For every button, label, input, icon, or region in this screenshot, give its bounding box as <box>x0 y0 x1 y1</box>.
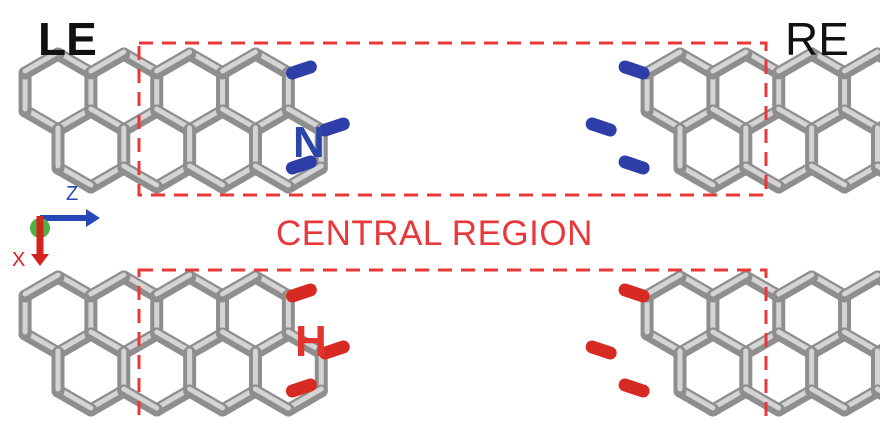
z-axis-arrowhead <box>86 209 100 227</box>
carbon-bond-highlight <box>121 386 160 411</box>
carbon-bond-highlight <box>776 49 815 74</box>
central-region-box-bottom <box>137 268 768 421</box>
edge-termination <box>318 340 350 360</box>
carbon-bond-highlight <box>154 272 193 297</box>
right-electrode-n-ribbon <box>585 47 880 194</box>
left-electrode-n-ribbon <box>18 47 350 194</box>
carbon-bond-highlight <box>842 329 880 354</box>
edge-termination <box>585 117 617 137</box>
carbon-bond-highlight <box>154 329 193 354</box>
edge-termination <box>285 155 317 175</box>
left-electrode-label: LE <box>38 13 97 65</box>
z-axis-label: Z <box>66 183 79 205</box>
region-boxes <box>137 41 768 421</box>
carbon-bond-highlight <box>220 106 258 131</box>
edge-termination <box>618 60 650 80</box>
carbon-bond-highlight <box>220 272 258 297</box>
edge-termination <box>618 378 650 398</box>
carbon-bond-highlight <box>88 49 127 74</box>
edge-termination <box>285 283 317 303</box>
nitrogen-termination-label: N <box>293 118 325 167</box>
carbon-bond-highlight <box>252 163 291 188</box>
carbon-bond-highlight <box>285 106 324 131</box>
carbon-bond-highlight <box>809 386 848 411</box>
carbon-bond-highlight <box>22 272 61 297</box>
carbon-bond-highlight <box>710 106 749 131</box>
carbon-bond-highlight <box>285 163 324 188</box>
central-region-box-top <box>137 41 768 197</box>
carbon-bond-highlight <box>710 49 749 74</box>
carbon-bond-highlight <box>776 272 815 297</box>
carbon-bond-highlight <box>154 49 193 74</box>
carbon-bond-highlight <box>285 386 324 411</box>
carbon-bond-highlight <box>121 163 160 188</box>
carbon-bond-highlight <box>154 106 193 131</box>
axis-triad-icon <box>30 209 100 266</box>
carbon-bond-highlight <box>809 163 848 188</box>
carbon-bond-highlight <box>187 163 226 188</box>
carbon-bond-highlight <box>644 49 683 74</box>
edge-termination <box>285 60 317 80</box>
right-electrode-label: RE <box>785 13 849 65</box>
carbon-bond-highlight <box>22 49 61 74</box>
carbon-bond-highlight <box>88 272 127 297</box>
carbon-bond-highlight <box>776 329 815 354</box>
carbon-bond-highlight <box>743 386 782 411</box>
edge-termination <box>285 378 317 398</box>
carbon-bond-highlight <box>743 163 782 188</box>
x-axis-label: X <box>12 249 26 271</box>
carbon-bond-highlight <box>842 49 880 74</box>
carbon-bond-highlight <box>88 106 127 131</box>
carbon-bond-highlight <box>842 106 880 131</box>
carbon-bond-highlight <box>710 329 749 354</box>
carbon-bond-highlight <box>710 272 749 297</box>
central-region-label: CENTRAL REGION <box>276 214 593 253</box>
edge-termination <box>585 340 617 360</box>
carbon-bond-highlight <box>88 329 127 354</box>
edge-termination <box>318 117 350 137</box>
edge-termination <box>618 155 650 175</box>
right-electrode-h-ribbon <box>585 270 880 417</box>
x-axis-arrowhead <box>31 254 49 266</box>
hydrogen-termination-label: H <box>295 317 327 366</box>
carbon-bond-highlight <box>644 272 683 297</box>
carbon-bond-highlight <box>220 49 258 74</box>
carbon-bond-highlight <box>285 329 324 354</box>
carbon-bond-highlight <box>776 106 815 131</box>
carbon-bond-highlight <box>252 386 291 411</box>
carbon-bond-highlight <box>187 386 226 411</box>
carbon-bond-highlight <box>842 272 880 297</box>
carbon-bond-highlight <box>220 329 258 354</box>
edge-termination <box>618 283 650 303</box>
